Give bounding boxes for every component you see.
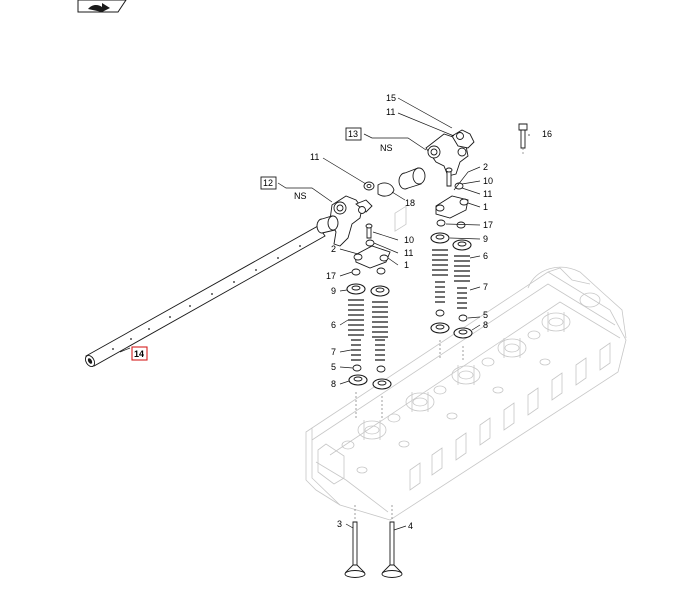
valve-3 bbox=[344, 505, 366, 578]
callout-17-right: 17 bbox=[483, 220, 493, 230]
ns-label-right: NS bbox=[380, 143, 393, 153]
nav-button[interactable] bbox=[77, 0, 127, 13]
callout-10-left: 10 bbox=[404, 235, 414, 245]
callout-11-top: 11 bbox=[386, 107, 395, 117]
callout-7-left: 7 bbox=[331, 347, 336, 357]
valve-4 bbox=[381, 505, 403, 578]
callout-16: 16 bbox=[542, 129, 552, 139]
callout-6-right: 6 bbox=[483, 251, 488, 261]
callout-3: 3 bbox=[337, 519, 342, 529]
callout-1-left: 1 bbox=[404, 260, 409, 270]
callout-17-left: 17 bbox=[326, 271, 336, 281]
bushing-left bbox=[316, 215, 339, 234]
callout-8-right: 8 bbox=[483, 320, 488, 330]
callout-5-left: 5 bbox=[331, 362, 336, 372]
callout-7-right: 7 bbox=[483, 282, 488, 292]
callout-13: 13 bbox=[348, 129, 358, 139]
rocker-arm-right bbox=[425, 129, 475, 177]
callout-11-right: 11 bbox=[483, 189, 492, 199]
callout-2-right: 2 bbox=[483, 162, 488, 172]
callout-12: 12 bbox=[263, 178, 273, 188]
callout-14: 14 bbox=[134, 349, 144, 359]
callout-9-left: 9 bbox=[331, 286, 336, 296]
callout-5-right: 5 bbox=[483, 310, 488, 320]
leader-lines bbox=[119, 97, 530, 531]
callout-2-left: 2 bbox=[331, 244, 336, 254]
callout-10-right: 10 bbox=[483, 176, 493, 186]
right-valve-stack bbox=[430, 167, 473, 360]
callout-box-14-highlighted bbox=[131, 346, 148, 361]
rocker-arm-left bbox=[329, 195, 373, 247]
callout-6-left: 6 bbox=[331, 320, 336, 330]
callout-box-12 bbox=[260, 176, 277, 190]
callout-labels: 15 11 13 NS 16 11 2 10 11 1 12 NS 18 17 … bbox=[131, 93, 552, 531]
callout-9-right: 9 bbox=[483, 234, 488, 244]
cylinder-head-ghost bbox=[305, 205, 627, 521]
callout-11-left: 11 bbox=[404, 248, 413, 258]
callout-15: 15 bbox=[386, 93, 396, 103]
callout-18: 18 bbox=[405, 198, 415, 208]
callout-1-right: 1 bbox=[483, 202, 488, 212]
pin-18 bbox=[377, 182, 395, 197]
nut-11a bbox=[363, 181, 375, 191]
bushing-right bbox=[398, 167, 426, 190]
bolt-16 bbox=[518, 123, 528, 156]
book-arrow-icon bbox=[88, 3, 110, 12]
callout-8-left: 8 bbox=[331, 379, 336, 389]
rocker-shaft bbox=[84, 225, 326, 368]
callout-box-13 bbox=[345, 127, 362, 141]
ns-label-left: NS bbox=[294, 191, 307, 201]
callout-4: 4 bbox=[408, 521, 413, 531]
callout-11-upper-left: 11 bbox=[310, 152, 319, 162]
